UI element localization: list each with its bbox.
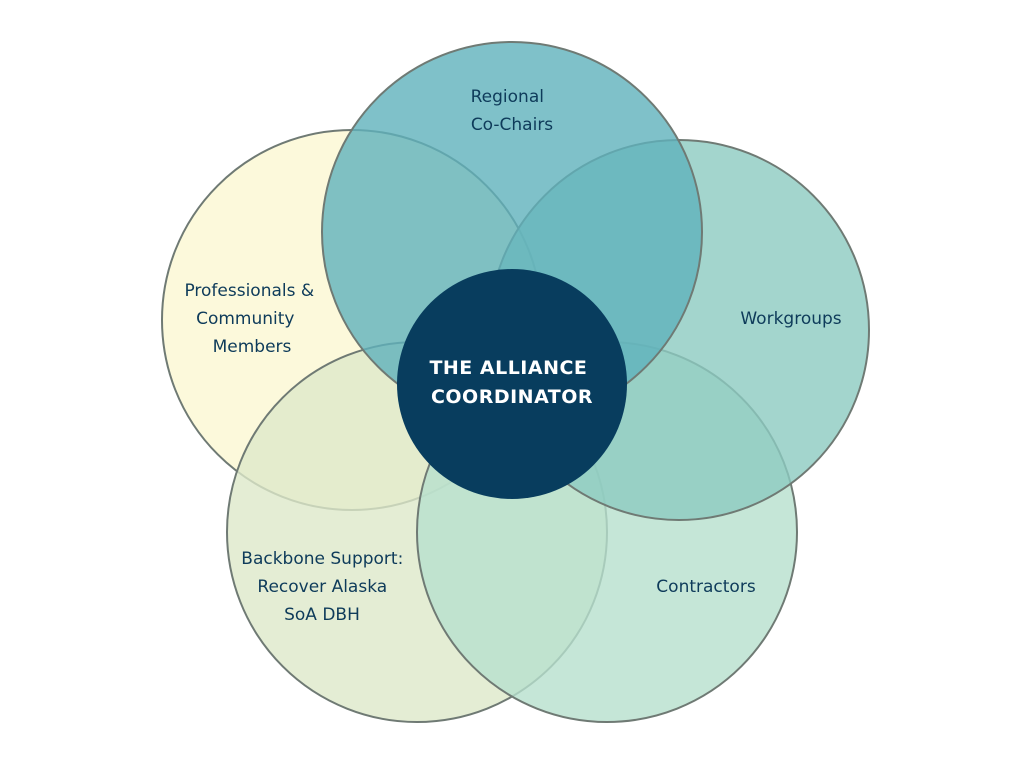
petal-label-line: Professionals & xyxy=(184,281,314,301)
petal-label-line: Workgroups xyxy=(740,309,841,329)
petal-label-line: Backbone Support: xyxy=(241,549,403,569)
center-label-line: THE ALLIANCE xyxy=(429,357,587,379)
petal-label-line: Recover Alaska xyxy=(257,577,387,597)
petal-label-line: Contractors xyxy=(656,577,756,597)
petal-label-line: Regional xyxy=(471,87,544,107)
petal-contractors-label: Contractors xyxy=(656,577,756,597)
petal-label-line: SoA DBH xyxy=(284,605,360,625)
petal-label-line: Members xyxy=(213,337,292,357)
petal-backbone-label: Backbone Support: Recover Alaska SoA DBH xyxy=(241,549,408,625)
center-node: THE ALLIANCE COORDINATOR xyxy=(397,269,627,499)
petal-professionals-label: Professionals & Community Members xyxy=(184,281,319,357)
center-label-line: COORDINATOR xyxy=(431,386,593,408)
petal-labels: Professionals & Community Members Backbo… xyxy=(184,87,841,625)
center-coordinator-label: THE ALLIANCE COORDINATOR xyxy=(429,357,594,408)
petal-label-line: Co-Chairs xyxy=(471,115,553,135)
petal-workgroups-label: Workgroups xyxy=(740,309,841,329)
center-coordinator-circle xyxy=(397,269,627,499)
petal-regional-label: Regional Co-Chairs xyxy=(471,87,554,135)
petal-label-line: Community xyxy=(196,309,294,329)
